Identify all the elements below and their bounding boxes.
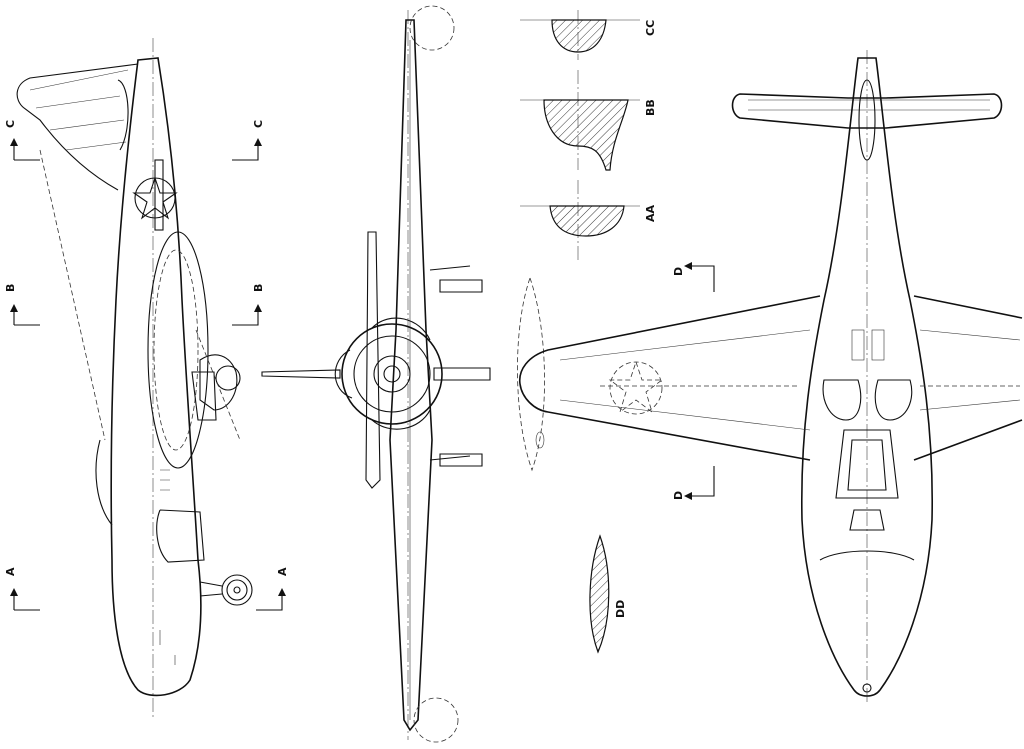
svg-text:C: C [4,120,17,128]
side-view: C C B B A A [4,38,289,720]
side-view-cockpit [199,354,238,411]
svg-text:A: A [4,567,17,576]
svg-text:D: D [672,267,685,276]
side-view-fuselage [110,57,202,697]
cut-marker-d-top: D [672,262,715,292]
svg-text:D: D [672,491,685,500]
section-cc-label: CC [644,20,657,36]
section-dd-label: DD [614,600,627,618]
section-aa: AA [520,180,657,260]
front-view [261,5,491,743]
svg-text:B: B [252,284,265,292]
cut-marker-d-bottom: D [672,466,715,500]
front-view-stabiliser [365,231,381,489]
cut-marker-a-right: A [256,567,289,611]
main-wheel-icon [199,574,253,606]
cut-marker-c-left: C [4,120,40,161]
svg-text:C: C [252,120,265,128]
plan-view-wing [519,295,1023,461]
star-insignia-icon [132,159,178,231]
plan-view-tailplane [731,93,1003,129]
front-view-cowling [334,317,443,430]
cut-marker-b-right: B [232,284,265,326]
svg-text:B: B [4,284,17,292]
front-view-wing [389,19,433,732]
section-cc: CC [520,10,657,60]
plan-view: D D [519,50,1023,705]
section-bb: BB [520,70,657,171]
section-bb-label: BB [644,99,657,116]
side-view-fin [16,63,139,191]
svg-text:A: A [276,567,289,576]
plan-view-canopy [835,429,899,499]
cut-marker-a-left: A [4,567,40,611]
wing-insignia-icon [608,360,664,415]
cut-marker-c-right: C [232,120,265,161]
section-aa-label: AA [644,204,657,222]
cut-marker-b-left: B [4,284,40,326]
section-dd: DD [589,534,627,654]
plan-view-fuselage [800,57,934,697]
